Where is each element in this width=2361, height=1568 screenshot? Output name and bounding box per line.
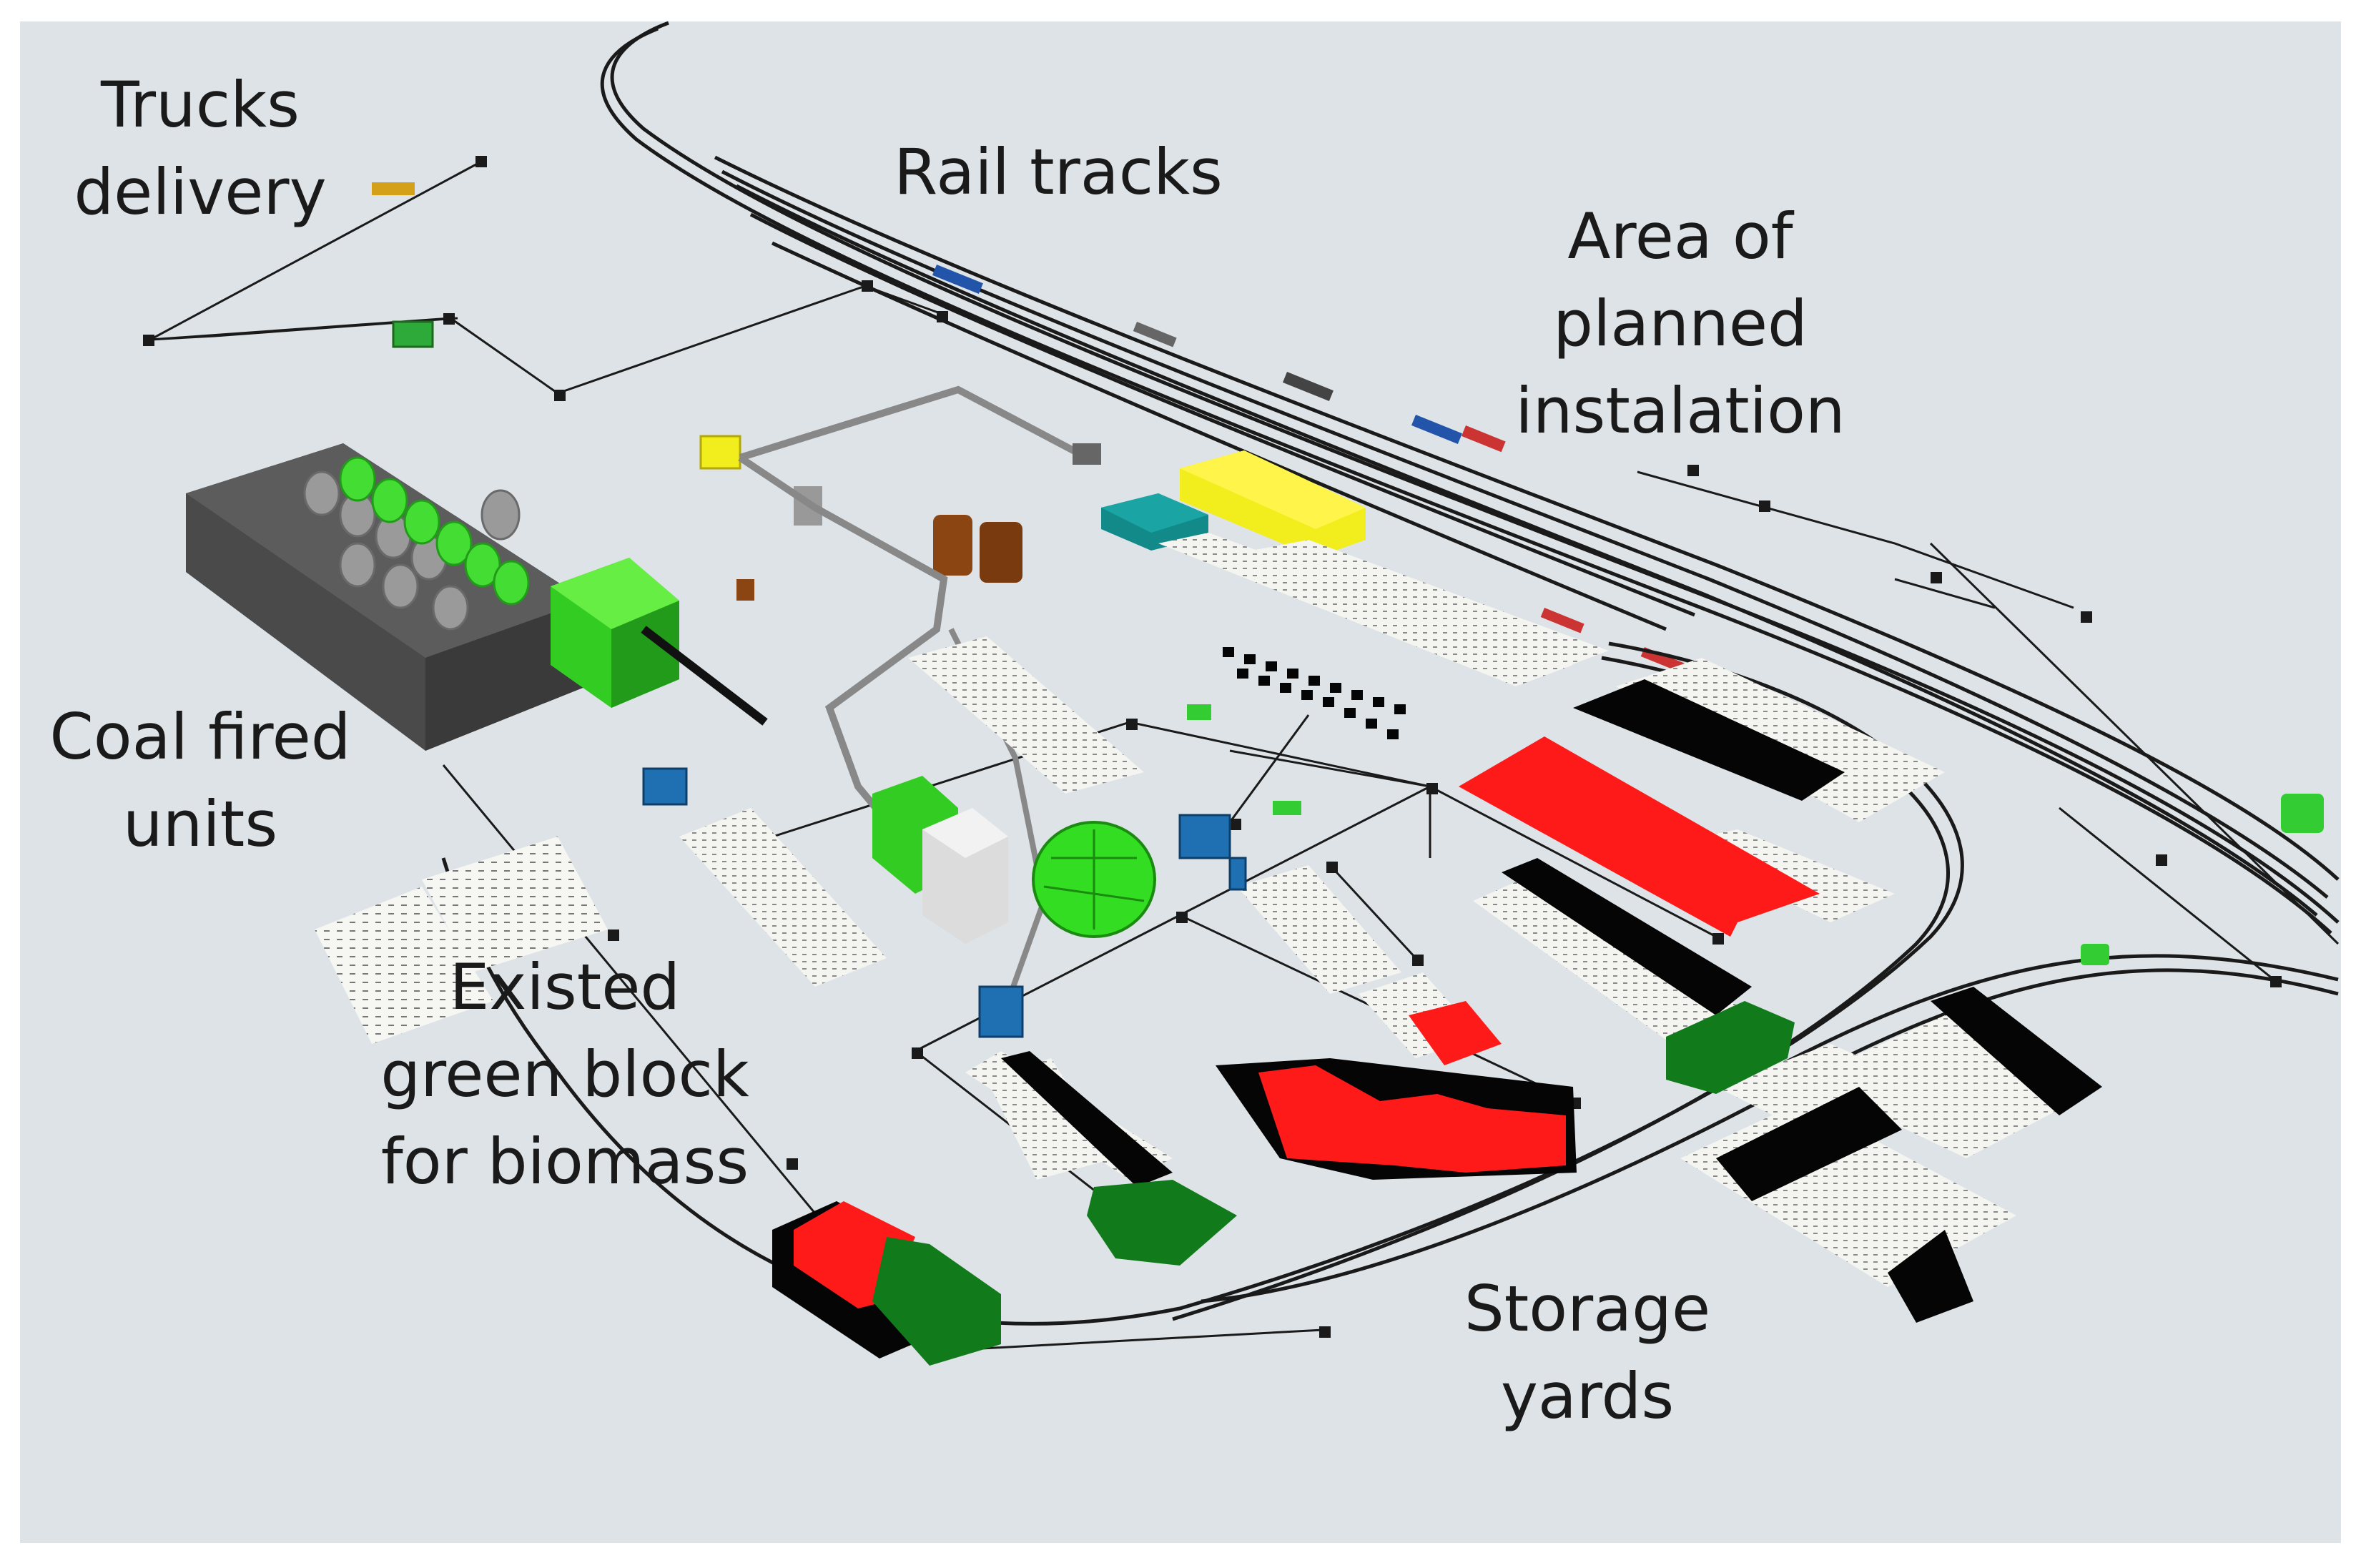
label-coal-fired-units: Coal fired units [29, 694, 372, 868]
label-trucks-line-2: delivery [74, 155, 327, 229]
label-coal-line-2: units [122, 787, 278, 861]
label-biomass-line-1: Existed [449, 950, 681, 1024]
silos-and-conveyors [699, 385, 1101, 1002]
label-planned-line-2: planned [1553, 287, 1808, 360]
label-biomass-block: Existed green block for biomass [365, 944, 765, 1205]
planned-buildings [1101, 450, 1366, 558]
label-planned-line-3: instalation [1515, 374, 1845, 448]
biomass-green-block [872, 776, 1156, 944]
label-coal-line-1: Coal fired [49, 700, 351, 774]
label-biomass-line-2: green block [380, 1037, 749, 1111]
black-yard-sections [1001, 647, 2102, 1323]
label-storage-line-2: yards [1500, 1359, 1675, 1433]
rail-cars [932, 265, 1685, 673]
label-planned-area: Area of planned instalation [1502, 193, 1859, 455]
truck-delivery-area [149, 182, 458, 348]
rail-tracks [600, 21, 2340, 935]
coal-fired-units [186, 443, 768, 751]
small-green-items [1187, 704, 2324, 965]
label-rail-tracks: Rail tracks [872, 129, 1244, 216]
label-trucks-delivery: Trucks delivery [68, 61, 332, 236]
stockpile-areas [315, 533, 2102, 1287]
label-trucks-line-1: Trucks [101, 68, 300, 142]
label-planned-line-1: Area of [1567, 199, 1793, 273]
blue-machines [642, 767, 1247, 1038]
label-rail-line-1: Rail tracks [894, 135, 1223, 209]
label-storage-yards: Storage yards [1430, 1266, 1745, 1440]
label-storage-line-1: Storage [1464, 1272, 1711, 1346]
label-biomass-line-3: for biomass [380, 1125, 749, 1198]
dark-green-blocks [872, 1001, 1795, 1366]
